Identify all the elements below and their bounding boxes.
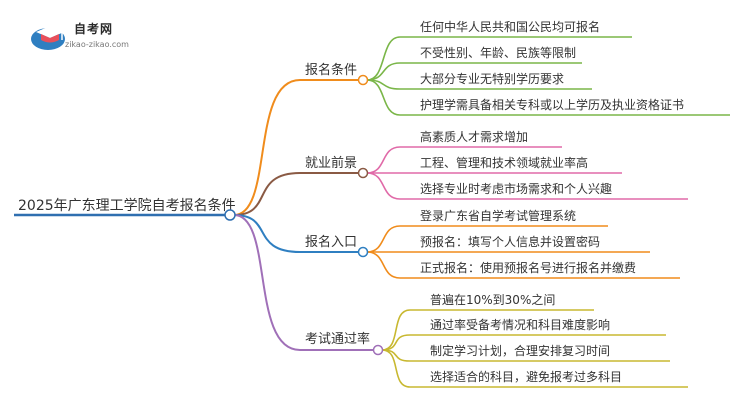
link-root-to-branch-4 — [233, 214, 301, 351]
root-junction — [224, 209, 236, 221]
leaf-4-3-label: 制定学习计划，合理安排复习时间 — [430, 343, 610, 358]
link-root-to-branch-2 — [233, 172, 301, 216]
link-branch-4-leaf-3 — [381, 349, 411, 362]
root-node-label: 2025年广东理工学院自考报名条件 — [18, 197, 236, 214]
leaf-4-4-label: 选择适合的科目，避免报考过多科目 — [430, 369, 622, 384]
link-branch-2-leaf-1 — [366, 146, 401, 174]
leaf-2-1-label: 高素质人才需求增加 — [420, 129, 528, 144]
leaf-2-2-label: 工程、管理和技术领域就业率高 — [420, 155, 588, 170]
leaf-1-4-label: 护理学需具备相关专科或以上学历及执业资格证书 — [420, 97, 684, 112]
branch-2-label: 就业前景 — [305, 155, 357, 171]
link-branch-3-leaf-1 — [366, 225, 401, 253]
link-branch-4-leaf-2 — [381, 334, 411, 351]
branch-2-junction — [357, 167, 369, 179]
leaf-4-1-label: 普遍在10%到30%之间 — [430, 293, 555, 307]
branch-4-label: 考试通过率 — [305, 331, 370, 347]
mind-map-nodes: 2025年广东理工学院自考报名条件 报名条件 任何中华人民共和国公民均可报名不受性别… — [14, 19, 730, 388]
graduation-cap-icon — [31, 26, 65, 50]
link-branch-1-leaf-4 — [366, 79, 401, 116]
link-branch-4-leaf-4 — [381, 349, 411, 388]
link-branch-2-leaf-3 — [366, 172, 401, 200]
leaf-4-2-label: 通过率受备考情况和科目难度影响 — [430, 317, 610, 332]
leaf-2-3-label: 选择专业时考虑市场需求和个人兴趣 — [420, 181, 612, 196]
link-branch-1-leaf-2 — [366, 62, 401, 81]
leaf-1-3-label: 大部分专业无特别学历要求 — [420, 71, 564, 86]
link-branch-1-leaf-1 — [366, 36, 401, 81]
leaf-3-1-label: 登录广东省自学考试管理系统 — [420, 208, 576, 223]
leaf-1-1-label: 任何中华人民共和国公民均可报名 — [420, 19, 600, 34]
link-root-to-branch-3 — [233, 214, 301, 253]
branch-1-junction — [357, 74, 369, 86]
logo-title: 自考网 — [74, 22, 114, 36]
link-root-to-branch-1 — [233, 79, 301, 216]
leaf-1-2-label: 不受性别、年龄、民族等限制 — [420, 46, 576, 60]
site-logo: 自考网 zikao-zikao.com — [28, 18, 148, 58]
logo-url: zikao-zikao.com — [65, 40, 129, 49]
branch-3-junction — [357, 246, 369, 258]
branch-3-label: 报名入口 — [305, 234, 357, 250]
branch-4-junction — [372, 344, 384, 356]
leaf-3-3-label: 正式报名：使用预报名号进行报名并缴费 — [420, 260, 636, 275]
leaf-3-2-label: 预报名：填写个人信息并设置密码 — [420, 234, 600, 249]
branch-1-label: 报名条件 — [305, 62, 357, 78]
mind-map-links — [233, 36, 411, 388]
link-branch-3-leaf-3 — [366, 251, 401, 279]
